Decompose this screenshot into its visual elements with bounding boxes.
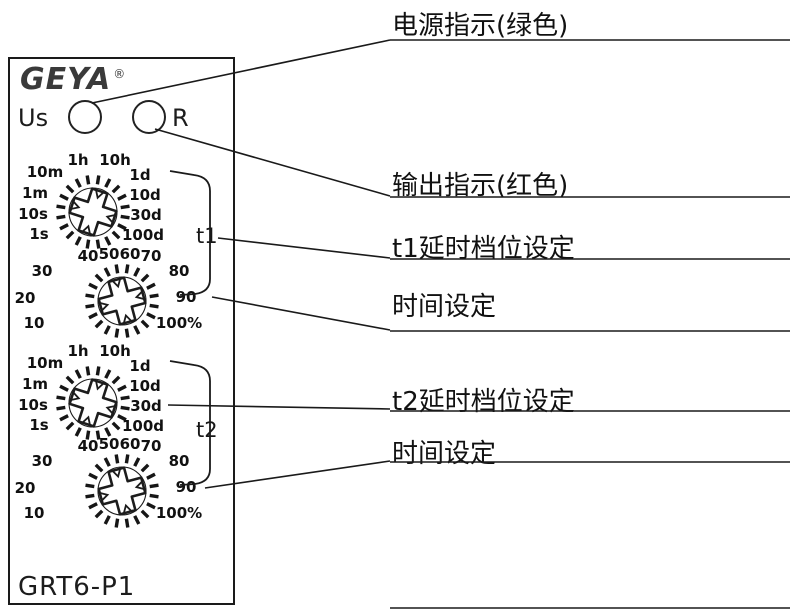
dial-scale-label: 20 [14, 479, 36, 497]
dial-scale-label: 70 [140, 437, 162, 455]
dial-scale-label: 1m [21, 184, 49, 202]
callout-t2-range-setting: t2延时档位设定 [392, 387, 575, 417]
leader-line [217, 237, 391, 259]
leader-line [211, 296, 391, 331]
dial-knob [97, 466, 147, 516]
timer1-group-label: t1 [196, 224, 218, 248]
dial-knob [97, 276, 147, 326]
dial-scale-label: 30 [31, 262, 53, 280]
dial-knob [68, 378, 118, 428]
dial-scale-label: 40 [77, 247, 99, 265]
dial-scale-label: 100d [121, 417, 165, 435]
dial-scale-label: 30d [130, 397, 162, 415]
dial-scale-label: 50 [98, 435, 120, 453]
dial-scale-label: 10d [129, 377, 161, 395]
dial-scale-label: 30d [130, 206, 162, 224]
dial-scale-label: 10 [23, 314, 45, 332]
dial-scale-label: 10d [129, 186, 161, 204]
dial-scale-label: 30 [31, 452, 53, 470]
dial-tick-marks [56, 366, 130, 440]
output-led-indicator [132, 100, 166, 134]
dial-scale-label: 90 [175, 288, 197, 306]
dial-scale-label: 1s [29, 416, 49, 434]
output-led-label: R [172, 104, 189, 132]
dial-scale-label: 80 [168, 262, 190, 280]
dial-scale-label: 10 [23, 504, 45, 522]
device-panel: GEYA® Us R 1h 10h 10m 1d 1m 10d 10s 30d … [8, 57, 235, 605]
callout-output-indicator: 输出指示(红色) [392, 171, 569, 201]
dial-scale-label: 100% [155, 504, 203, 522]
power-led-indicator [68, 100, 102, 134]
dial-scale-label: 10s [18, 396, 48, 414]
dial-scale-label: 70 [140, 247, 162, 265]
dial-scale-label: 100d [121, 226, 165, 244]
dial-scale-label: 100% [155, 314, 203, 332]
callout-t1-time-setting: 时间设定 [392, 292, 497, 322]
dial-scale-label: 60 [119, 245, 141, 263]
brand-name: GEYA [20, 62, 112, 97]
dial-scale-label: 1d [129, 357, 151, 375]
dial-t1-range [56, 175, 130, 249]
dial-scale-label: 10h [99, 151, 131, 169]
timer2-group-label: t2 [196, 418, 218, 442]
dial-t2-range [56, 366, 130, 440]
dial-scale-label: 40 [77, 437, 99, 455]
dial-tick-marks [85, 264, 159, 338]
dial-scale-label: 1s [29, 225, 49, 243]
dial-scale-label: 10s [18, 205, 48, 223]
dial-t2-fine [85, 454, 159, 528]
dial-scale-label: 20 [14, 289, 36, 307]
dial-tick-marks [85, 454, 159, 528]
dial-scale-label: 10h [99, 342, 131, 360]
dial-scale-label: 10m [26, 354, 64, 372]
power-led-label: Us [18, 104, 49, 132]
dial-scale-label: 1h [67, 342, 89, 360]
registered-trademark-icon: ® [113, 67, 127, 81]
brand-logo: GEYA® [20, 62, 126, 97]
callout-t2-time-setting: 时间设定 [392, 439, 497, 469]
dial-scale-label: 1h [67, 151, 89, 169]
dial-t1-fine [85, 264, 159, 338]
dial-scale-label: 1m [21, 375, 49, 393]
dial-scale-label: 10m [26, 163, 64, 181]
dial-scale-label: 80 [168, 452, 190, 470]
dial-tick-marks [56, 175, 130, 249]
dial-scale-label: 1d [129, 166, 151, 184]
dial-knob [68, 187, 118, 237]
callout-t1-range-setting: t1延时档位设定 [392, 234, 575, 264]
dial-scale-label: 90 [175, 478, 197, 496]
dial-scale-label: 60 [119, 435, 141, 453]
model-number: GRT6-P1 [18, 572, 136, 602]
callout-power-indicator: 电源指示(绿色) [392, 11, 569, 41]
dial-scale-label: 50 [98, 245, 120, 263]
